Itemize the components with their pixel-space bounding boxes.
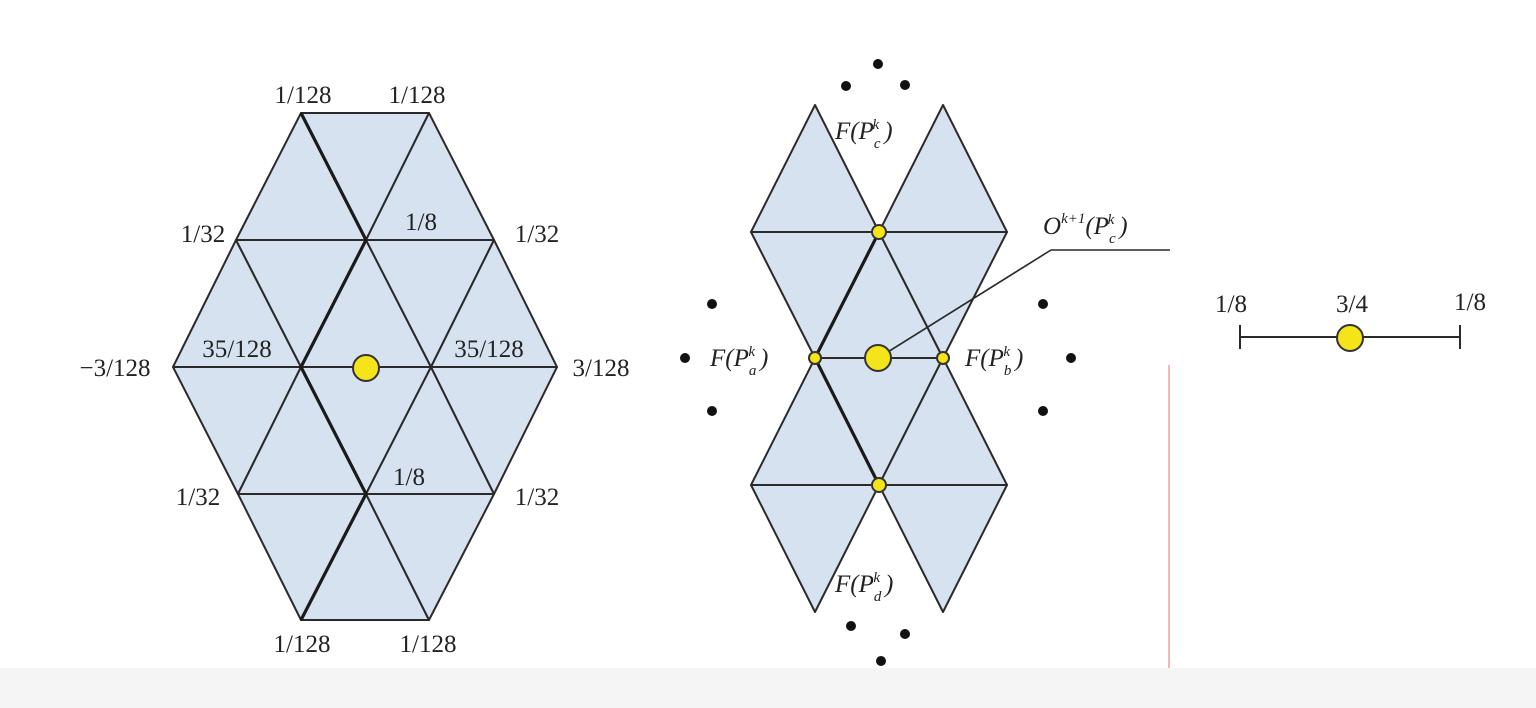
curve-weight-right: 1/8 [1454, 289, 1486, 316]
neighbor-dot [873, 59, 883, 69]
hex-stencil: 1/128 1/128 1/32 1/8 1/32 35/128 35/128 … [79, 82, 629, 658]
weight-upper-center: 1/8 [405, 209, 437, 236]
diamond-face [750, 484, 880, 613]
weight-lower-left: 1/32 [176, 484, 220, 511]
face-point-top [871, 224, 887, 240]
curve-weight-center: 3/4 [1336, 291, 1368, 318]
callout-leader [882, 249, 1170, 356]
neighbor-dot [876, 656, 886, 666]
neighbor-dot [707, 299, 717, 309]
weight-mid-left: 35/128 [202, 336, 271, 363]
weight-lower-center: 1/8 [393, 464, 425, 491]
neighbor-dot [1038, 406, 1048, 416]
neighbor-dots [680, 59, 1076, 666]
hex-highlight-edge [299, 112, 368, 621]
weight-bottom-left: 1/128 [274, 631, 331, 658]
neighbor-dot [707, 406, 717, 416]
neighbor-dot [900, 629, 910, 639]
neighbor-dot [680, 353, 690, 363]
diamond-stencil: F(Pck) F(Pak) F(Pbk) F(Pdk) Ok+1(Pck) [680, 59, 1170, 668]
neighbor-dot [1038, 299, 1048, 309]
diamond-face [878, 231, 1008, 359]
hex-faces [172, 112, 558, 621]
weight-top-left: 1/128 [275, 82, 332, 109]
face-point-left [808, 351, 822, 365]
diamond-center-point [864, 344, 892, 372]
neighbor-dot [1066, 353, 1076, 363]
label-bottom: F(Pdk) [834, 570, 893, 605]
face-point-bottom [871, 477, 887, 493]
weight-upper-left: 1/32 [181, 221, 225, 248]
diamond-face [878, 484, 1008, 613]
hex-face [365, 493, 495, 621]
weight-lower-right: 1/32 [515, 484, 559, 511]
diamond-faces [750, 104, 1008, 613]
diamond-face [878, 104, 1008, 233]
hex-center-point [352, 354, 380, 382]
label-right: F(Pbk) [964, 344, 1023, 379]
weight-upper-right: 1/32 [515, 221, 559, 248]
curve-stencil: 1/8 3/4 1/8 [1215, 289, 1486, 352]
label-left: F(Pak) [709, 344, 768, 379]
curve-center-point [1336, 324, 1364, 352]
label-callout: Ok+1(Pck) [1043, 211, 1128, 247]
weight-far-right: 3/128 [573, 355, 630, 382]
face-point-right [936, 351, 950, 365]
neighbor-dot [900, 80, 910, 90]
neighbor-dot [846, 621, 856, 631]
hex-face [430, 366, 558, 495]
neighbor-dot [841, 81, 851, 91]
weight-mid-right: 35/128 [454, 336, 523, 363]
curve-weight-left: 1/8 [1215, 291, 1247, 318]
weight-far-left: −3/128 [79, 355, 150, 382]
bottom-band [0, 668, 1536, 708]
weight-top-right: 1/128 [389, 82, 446, 109]
weight-bottom-right: 1/128 [400, 631, 457, 658]
label-top: F(Pck) [834, 117, 893, 152]
